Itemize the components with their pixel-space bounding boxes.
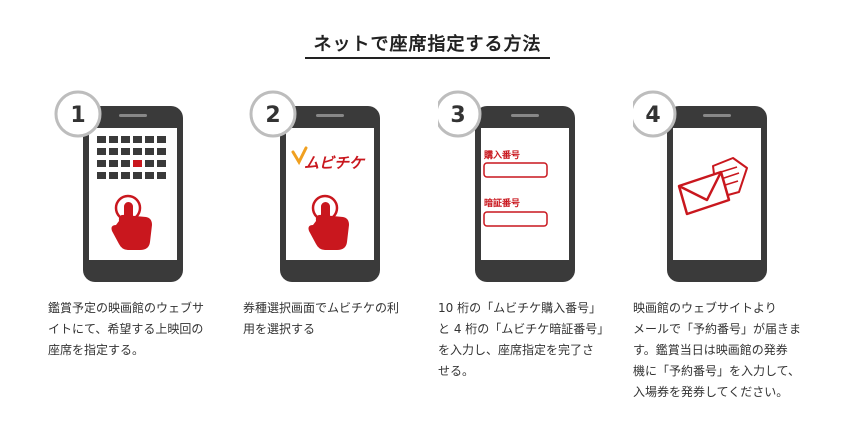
phone-speaker [511,114,539,117]
step-2-illustration: ムビチケ 2 [249,90,380,282]
step-number: 3 [450,103,465,128]
phone-speaker [316,114,344,117]
tap-hand-icon [308,194,349,250]
mvtk-logo: ムビチケ [291,146,366,172]
step-3: 購入番号 暗証番号 3 10 桁の「ムビチケ購入番号」 と 4 桁の「ムビチケ暗… [438,88,643,418]
purchase-number-label: 購入番号 [483,149,520,161]
step-number-circle [633,90,677,138]
step-4-illustration: 4 [633,90,767,282]
step-number-circle [54,90,102,138]
step-number: 2 [265,103,280,128]
step-3-illustration: 購入番号 暗証番号 3 [438,90,575,282]
phone-speaker [703,114,731,117]
step-number-circle [249,90,297,138]
step-2: ムビチケ 2 券種選択画面でムビチケの利 用を選択する [243,88,448,418]
pin-label: 暗証番号 [484,197,520,209]
page-title: ネットで座席指定する方法 [313,34,542,55]
step-1: 1 鑑賞予定の映画館のウェブサ イトにて、希望する上映回の 座席を指定する。 [48,88,253,418]
step-number: 4 [645,103,660,128]
title-underline [305,57,550,59]
seat-grid-icon [97,136,166,179]
step-description: 10 桁の「ムビチケ購入番号」 と 4 桁の「ムビチケ暗証番号」 を入力し、座席… [438,301,610,378]
tap-hand-icon [111,194,152,250]
envelope-icon [677,170,731,216]
phone-screen [481,128,569,260]
purchase-number-field [483,162,548,178]
step-number: 1 [70,103,85,128]
step-description: 映画館のウェブサイトより メールで「予約番号」が届きま す。鑑賞当日は映画館の発… [633,301,802,399]
pin-field [483,211,548,227]
logo-text: ムビチケ [304,154,366,172]
step-1-illustration: 1 [54,90,183,282]
step-description: 券種選択画面でムビチケの利 用を選択する [243,301,400,336]
phone-speaker [119,114,147,117]
step-number-circle [438,90,482,138]
step-4: 4 映画館のウェブサイトより メールで「予約番号」が届きま す。鑑賞当日は映画館… [633,88,838,418]
step-description: 鑑賞予定の映画館のウェブサ イトにて、希望する上映回の 座席を指定する。 [48,301,205,357]
